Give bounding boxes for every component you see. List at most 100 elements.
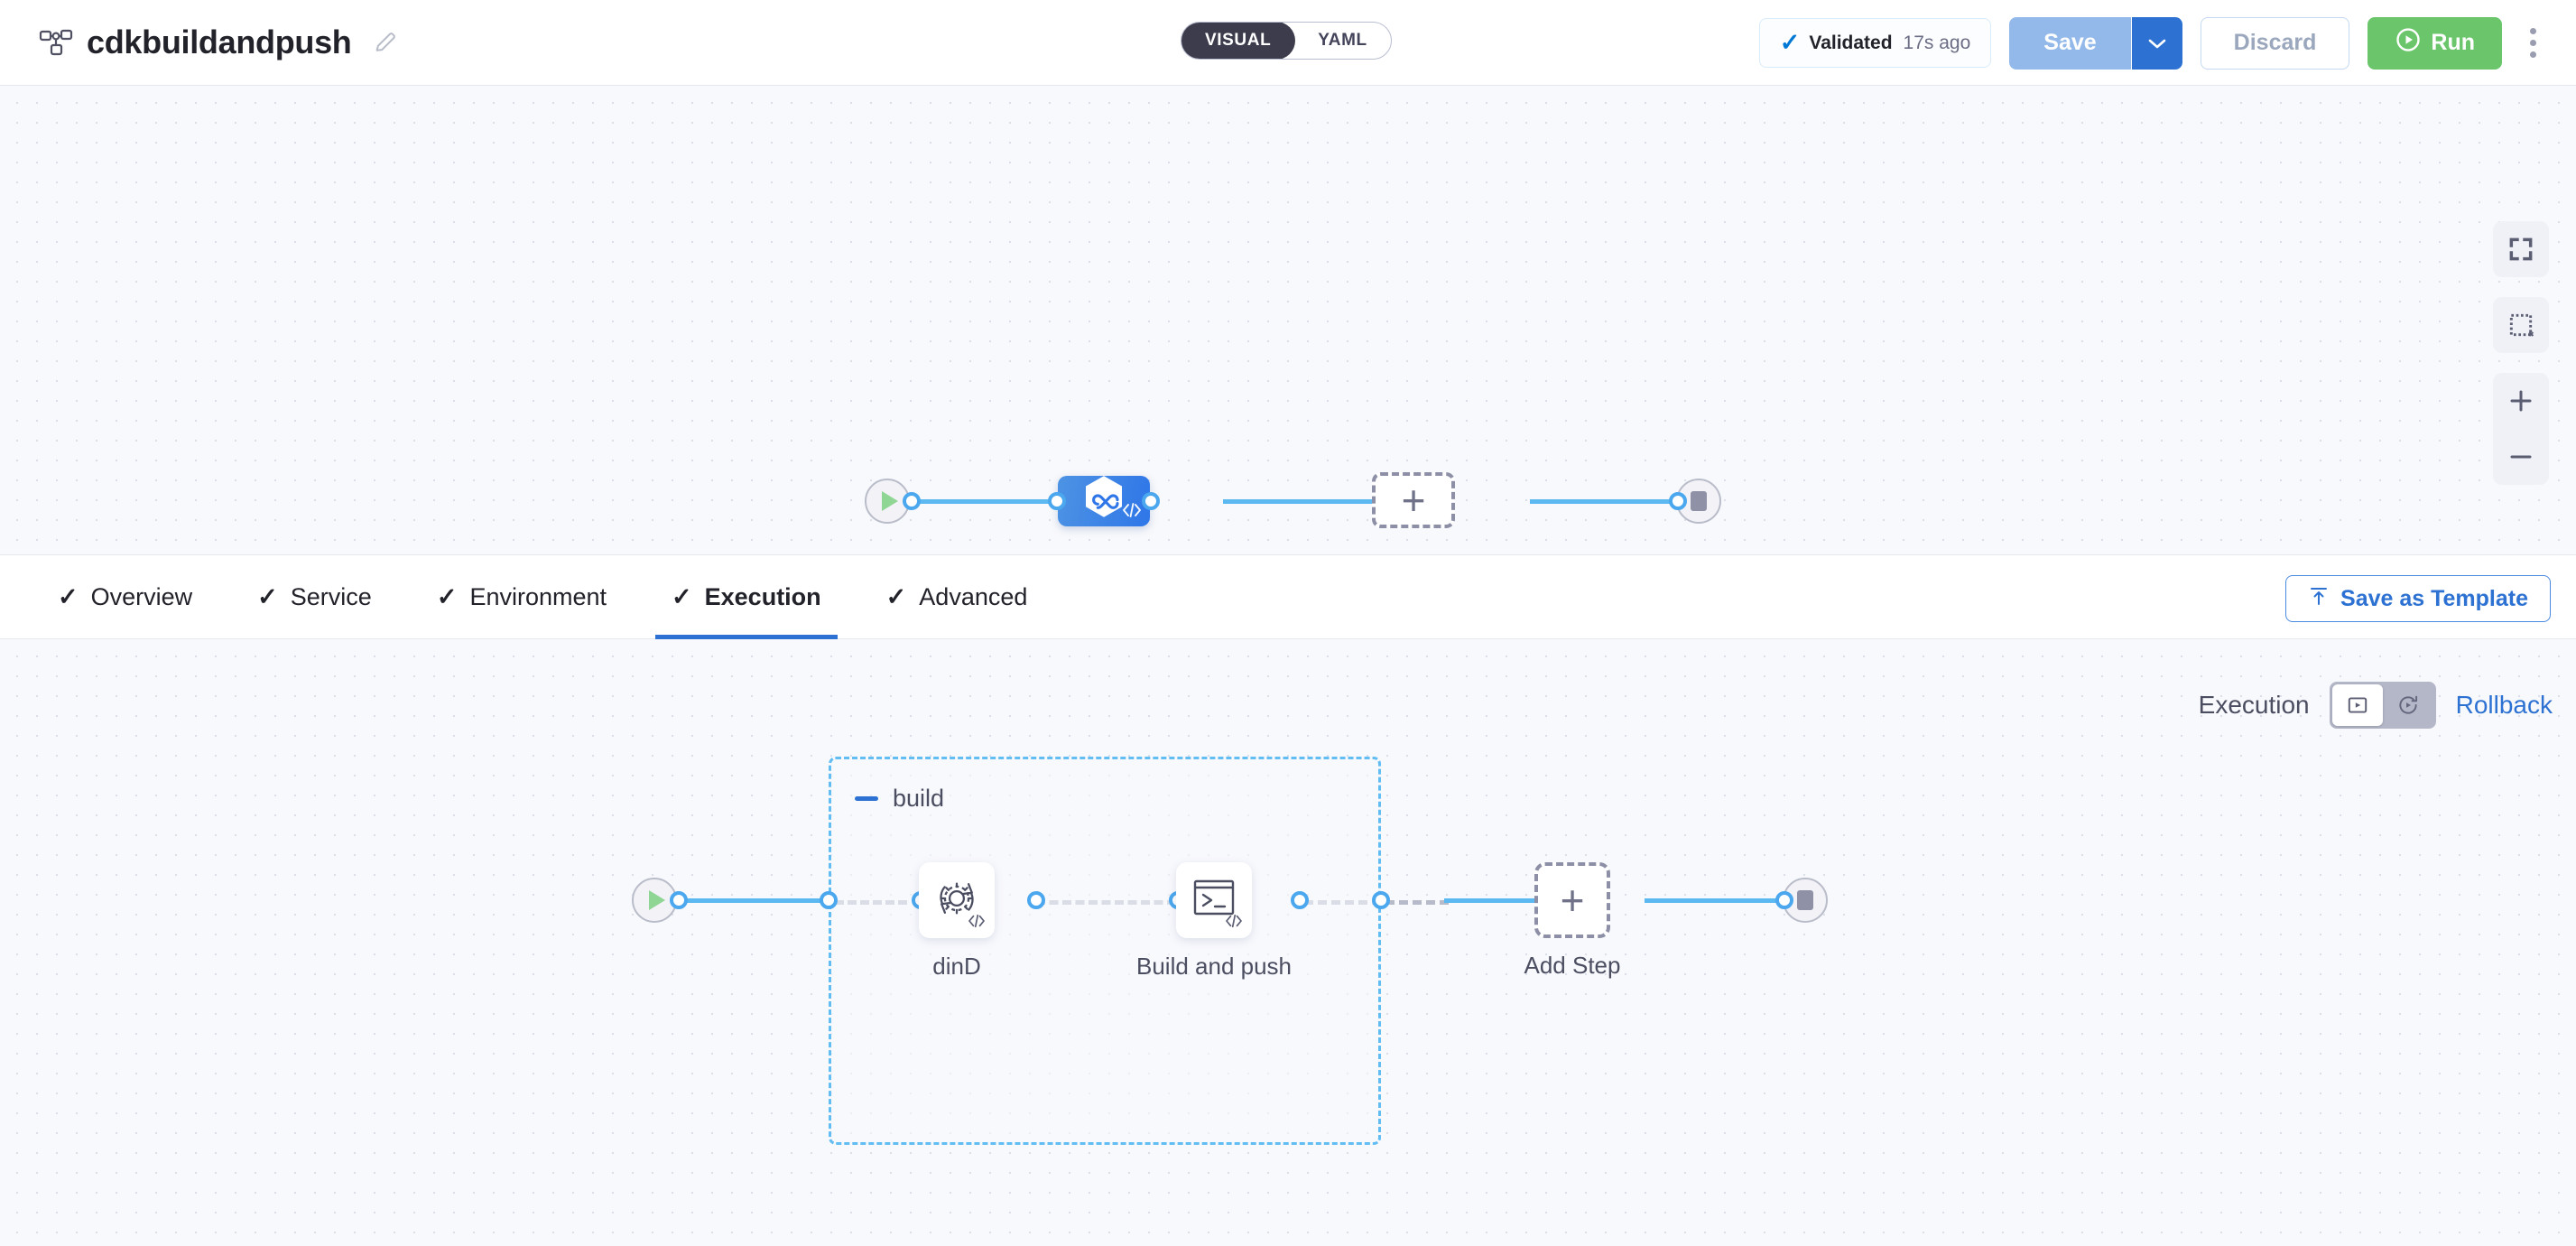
step-card-dind[interactable] [919,862,995,938]
connector-start-to-group [668,898,830,903]
execution-start-node[interactable] [632,878,688,923]
step-label-dind: dinD [932,953,981,980]
plus-icon: + [1560,877,1585,924]
stop-icon [1797,890,1813,910]
end-node-port[interactable] [1775,891,1793,909]
tab-advanced[interactable]: ✓ Advanced [870,554,1044,639]
stage-input-port[interactable] [1048,492,1066,510]
plus-icon[interactable] [2493,373,2549,429]
save-button-group[interactable]: Save [2009,16,2182,70]
step-group-header[interactable]: build [855,785,944,813]
config-tabs[interactable]: ✓ Overview ✓ Service ✓ Environment ✓ Exe… [0,554,2576,639]
play-icon [648,890,665,910]
harness-logo-icon [1081,475,1126,528]
end-node-port[interactable] [1669,492,1687,510]
start-node-port[interactable] [670,891,688,909]
discard-button[interactable]: Discard [2200,16,2350,70]
play-circle-icon [2395,26,2422,60]
buildpush-output-port[interactable] [1291,891,1309,909]
zoom-controls[interactable] [2493,373,2549,485]
step-node-build-and-push[interactable]: Build and push [1136,862,1292,980]
step-card-build-and-push[interactable] [1176,862,1252,938]
tab-environment[interactable]: ✓ Environment [421,554,623,639]
execution-label: Execution [2198,691,2310,719]
step-label-build-and-push: Build and push [1135,953,1293,980]
rollback-view-icon[interactable] [2383,684,2433,726]
run-label: Run [2431,30,2475,55]
canvas-controls[interactable] [2493,221,2549,485]
app-header: cdkbuildandpush VISUAL YAML ✓ Validated … [0,0,2576,86]
step-node-dind[interactable]: dinD [919,862,995,980]
check-icon: ✓ [1779,29,1801,56]
tab-label: Execution [704,582,821,610]
code-icon [967,914,987,933]
connector-ckd-to-addstage [1223,499,1372,504]
selection-box-icon[interactable] [2493,297,2549,353]
mode-toggle[interactable]: VISUAL YAML [1181,22,1392,60]
stage-output-port[interactable] [1142,492,1160,510]
minus-icon[interactable] [2493,429,2549,485]
save-as-template-label: Save as Template [2340,585,2528,611]
tab-overview[interactable]: ✓ Overview [42,554,208,639]
execution-view-toggle[interactable] [2329,682,2436,729]
connector-addstage-to-end [1530,499,1697,504]
validated-label: Validated [1809,32,1893,53]
stage-end-node[interactable] [1669,479,1721,524]
fit-to-screen-icon[interactable] [2493,221,2549,277]
check-icon: ✓ [672,582,692,610]
check-icon: ✓ [257,582,278,610]
connector-addstep-to-end [1645,898,1798,903]
save-as-template-button[interactable]: Save as Template [2285,575,2551,622]
add-stage-node[interactable]: + Add Stage [1358,472,1469,583]
gear-rotate-icon [932,874,981,927]
execution-view-icon[interactable] [2331,684,2383,726]
run-button[interactable]: Run [2368,16,2502,70]
kebab-menu-icon[interactable] [2513,17,2553,70]
page-title: cdkbuildandpush [87,23,352,60]
stage-node-ckd[interactable]: ckd [1048,476,1160,582]
tab-label: Service [290,582,372,610]
upload-template-icon [2308,585,2330,613]
tab-label: Advanced [919,582,1028,610]
save-button[interactable]: Save [2009,16,2132,70]
play-icon [881,491,898,511]
stage-start-node[interactable] [865,479,921,524]
stage-card-ckd[interactable] [1058,476,1150,526]
execution-rollback-toggle-row[interactable]: Execution Rollback [2199,682,2553,729]
terminal-icon [1191,877,1237,925]
tab-label: Environment [469,582,607,610]
connector-group-to-addstep [1444,898,1539,903]
pencil-icon[interactable] [372,29,399,56]
validated-timestamp: 17s ago [1903,32,1971,53]
stage-canvas[interactable]: ckd + Add Stage [0,86,2576,583]
minus-icon[interactable] [855,796,878,801]
step-group-build[interactable]: build [829,757,1381,1145]
stop-icon [1691,491,1707,511]
tab-label: Overview [90,582,193,610]
tab-service[interactable]: ✓ Service [241,554,388,639]
connector-start-to-ckd [912,499,1074,504]
check-icon: ✓ [885,582,907,610]
add-step-label: Add Step [1524,952,1621,979]
dind-output-port[interactable] [1027,891,1045,909]
header-actions: ✓ Validated 17s ago Save Discard Run [1758,0,2553,86]
code-icon [1121,502,1143,523]
rollback-label[interactable]: Rollback [2455,691,2553,719]
mode-visual-button[interactable]: VISUAL [1181,23,1296,59]
add-stage-button[interactable]: + [1372,472,1455,528]
header-left-group: cdkbuildandpush [0,23,399,62]
add-step-node[interactable]: + Add Step [1524,862,1620,979]
execution-end-node[interactable] [1775,878,1828,923]
check-icon: ✓ [58,582,79,610]
plus-icon: + [1401,477,1426,524]
mode-yaml-button[interactable]: YAML [1318,31,1367,50]
add-step-button[interactable]: + [1534,862,1610,938]
group-exit-port[interactable] [1372,891,1390,909]
tab-execution[interactable]: ✓ Execution [655,554,838,639]
step-group-label: build [893,785,945,812]
pipeline-nodes-icon [36,23,76,62]
start-node-port[interactable] [903,492,921,510]
execution-canvas[interactable]: build [0,639,2576,1246]
group-entry-port[interactable] [820,891,838,909]
chevron-down-icon[interactable] [2131,16,2182,70]
